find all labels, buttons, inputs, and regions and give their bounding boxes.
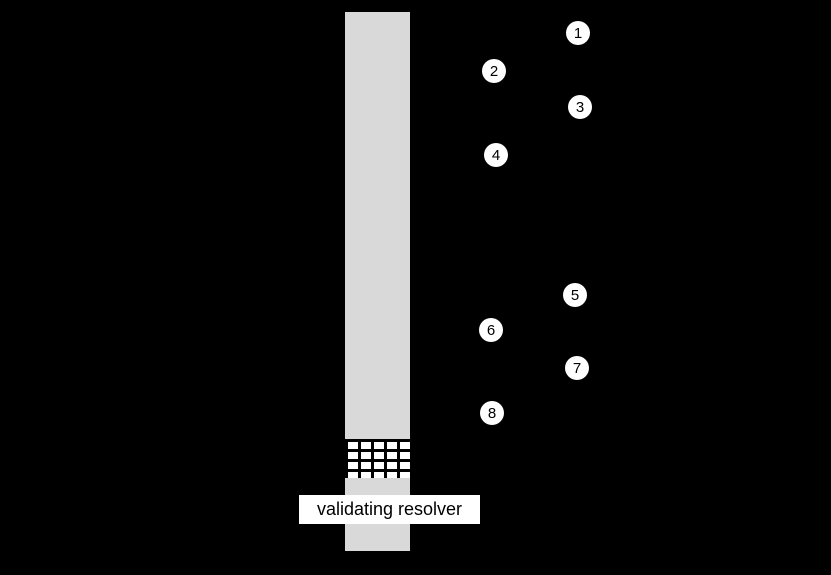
step-marker-3: 3	[568, 95, 592, 119]
resolver-grid-pattern	[345, 439, 410, 478]
step-marker-1: 1	[566, 21, 590, 45]
step-marker-2: 2	[482, 59, 506, 83]
step-marker-7: 7	[565, 356, 589, 380]
step-marker-6: 6	[479, 318, 503, 342]
step-marker-4: 4	[484, 143, 508, 167]
resolver-label: validating resolver	[299, 495, 480, 524]
step-marker-8: 8	[480, 401, 504, 425]
step-marker-5: 5	[563, 283, 587, 307]
